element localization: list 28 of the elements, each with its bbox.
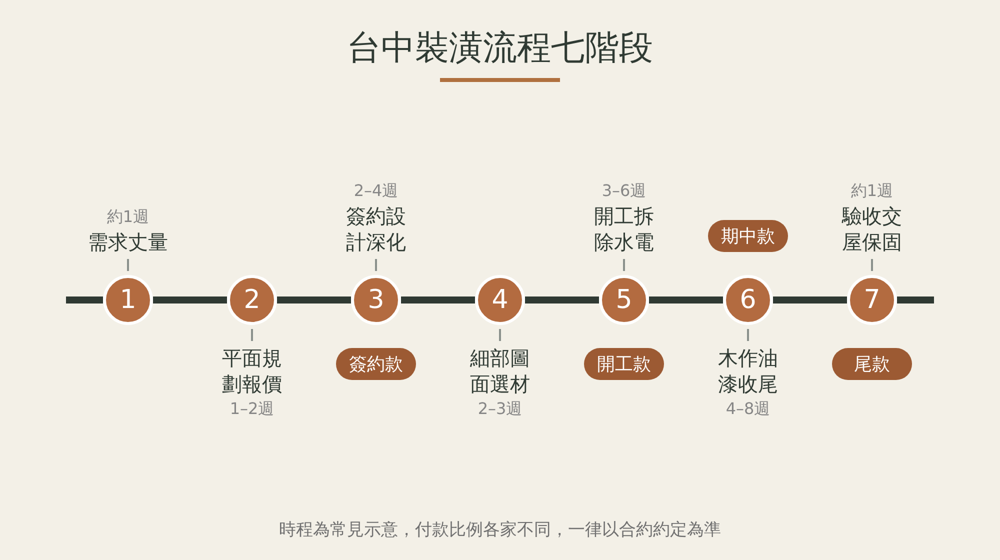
duration-text: 4–8週	[726, 398, 770, 420]
step-label: 開工拆除水電	[593, 203, 655, 255]
payment-pill: 尾款	[832, 348, 912, 380]
timeline-segment	[277, 296, 351, 304]
timeline-segment	[66, 296, 103, 304]
payment-pill: 開工款	[584, 348, 664, 380]
step-label: 細部圖面選材	[469, 345, 531, 397]
duration-text: 3–6週	[602, 180, 646, 202]
duration-text: 約1週	[850, 180, 894, 202]
timeline-segment	[525, 296, 599, 304]
duration-text: 1–2週	[230, 398, 274, 420]
timeline-segment	[649, 296, 723, 304]
step-label: 驗收交屋保固	[840, 203, 903, 255]
timeline-segment	[401, 296, 475, 304]
caption: 時程為常見示意，付款比例各家不同，一律以合約約定為準	[279, 519, 721, 542]
duration-text: 2–4週	[354, 180, 398, 202]
timeline-segment	[773, 296, 847, 304]
payment-pill: 期中款	[708, 220, 788, 252]
title: 台中裝潢流程七階段	[347, 27, 653, 70]
step-label: 需求丈量	[87, 229, 169, 255]
step-label: 簽約設計深化	[345, 203, 407, 255]
duration-text: 2–3週	[478, 398, 522, 420]
step-label: 木作油漆收尾	[717, 345, 779, 397]
step-label: 平面規劃報價	[221, 345, 283, 397]
timeline-segment	[897, 296, 934, 304]
timeline-segment	[153, 296, 227, 304]
payment-pill: 簽約款	[336, 348, 416, 380]
duration-text: 約1週	[106, 206, 150, 228]
